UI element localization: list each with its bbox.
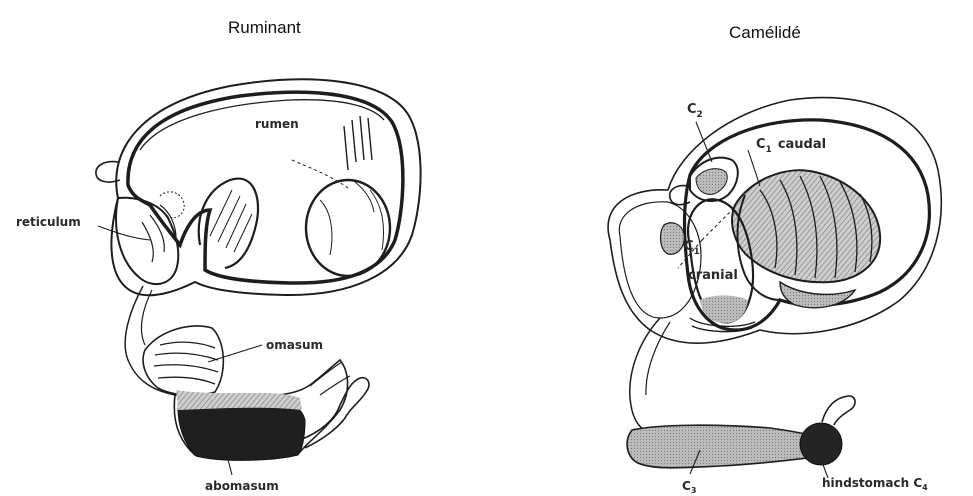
c2-label: C2 xyxy=(687,102,703,120)
rumen-right-folds xyxy=(344,116,372,170)
caudal-sac xyxy=(306,180,390,276)
rumen-dashed-arrow xyxy=(292,160,348,188)
reticulo-omasal-tube-inner xyxy=(141,290,152,345)
duodenum xyxy=(300,378,369,448)
duodenum-camelid xyxy=(822,396,855,425)
c1-caudal-subscript: 1 xyxy=(766,145,772,155)
reticulum-outline xyxy=(116,198,178,284)
c1-caudal-leader xyxy=(748,150,760,186)
c3-letter: C xyxy=(682,479,691,493)
c1-cranial-word-label: cranial xyxy=(688,268,738,283)
c2-cells xyxy=(696,169,727,195)
hindstomach-text: hindstomach C xyxy=(822,476,922,490)
c1-caudal-letter: C xyxy=(756,137,766,152)
reticulum-leader xyxy=(98,226,150,240)
c1-cranial-subscript: 1 xyxy=(694,247,700,257)
abomasum-transition xyxy=(176,390,302,410)
omasum-leader xyxy=(208,345,262,362)
ruminant-stomach xyxy=(96,79,421,460)
abomasum-dark xyxy=(178,402,305,460)
c2-subscript: 2 xyxy=(697,110,703,120)
c3-label: C3 xyxy=(682,479,696,495)
c1-c3-tube xyxy=(630,318,660,432)
abomasum-label: abomasum xyxy=(205,479,279,493)
c2-letter: C xyxy=(687,102,697,117)
reticulum-label: reticulum xyxy=(16,215,81,229)
rumen-label: rumen xyxy=(255,117,299,131)
c1-cranial-letter: C xyxy=(684,239,694,254)
omasum-label: omasum xyxy=(266,338,323,352)
glandular-cells-left xyxy=(661,223,685,254)
omasum-leaves xyxy=(154,342,218,384)
hindstomach-label: hindstomach C4 xyxy=(822,476,928,492)
c1-caudal-label: C1 caudal xyxy=(756,137,826,155)
c3-subscript: 3 xyxy=(691,486,697,495)
rumen-pillar-hatch xyxy=(210,190,252,252)
camelid-stomach xyxy=(608,98,941,468)
caudal-sac-hatch xyxy=(320,182,384,255)
hindstomach-c4 xyxy=(800,423,842,465)
c1-caudal-sac xyxy=(732,170,880,282)
hindstomach-subscript: 4 xyxy=(922,483,928,492)
c1-c3-tube-inner xyxy=(646,322,670,395)
c1-caudal-word: caudal xyxy=(778,137,826,152)
c3-compartment xyxy=(627,425,808,468)
